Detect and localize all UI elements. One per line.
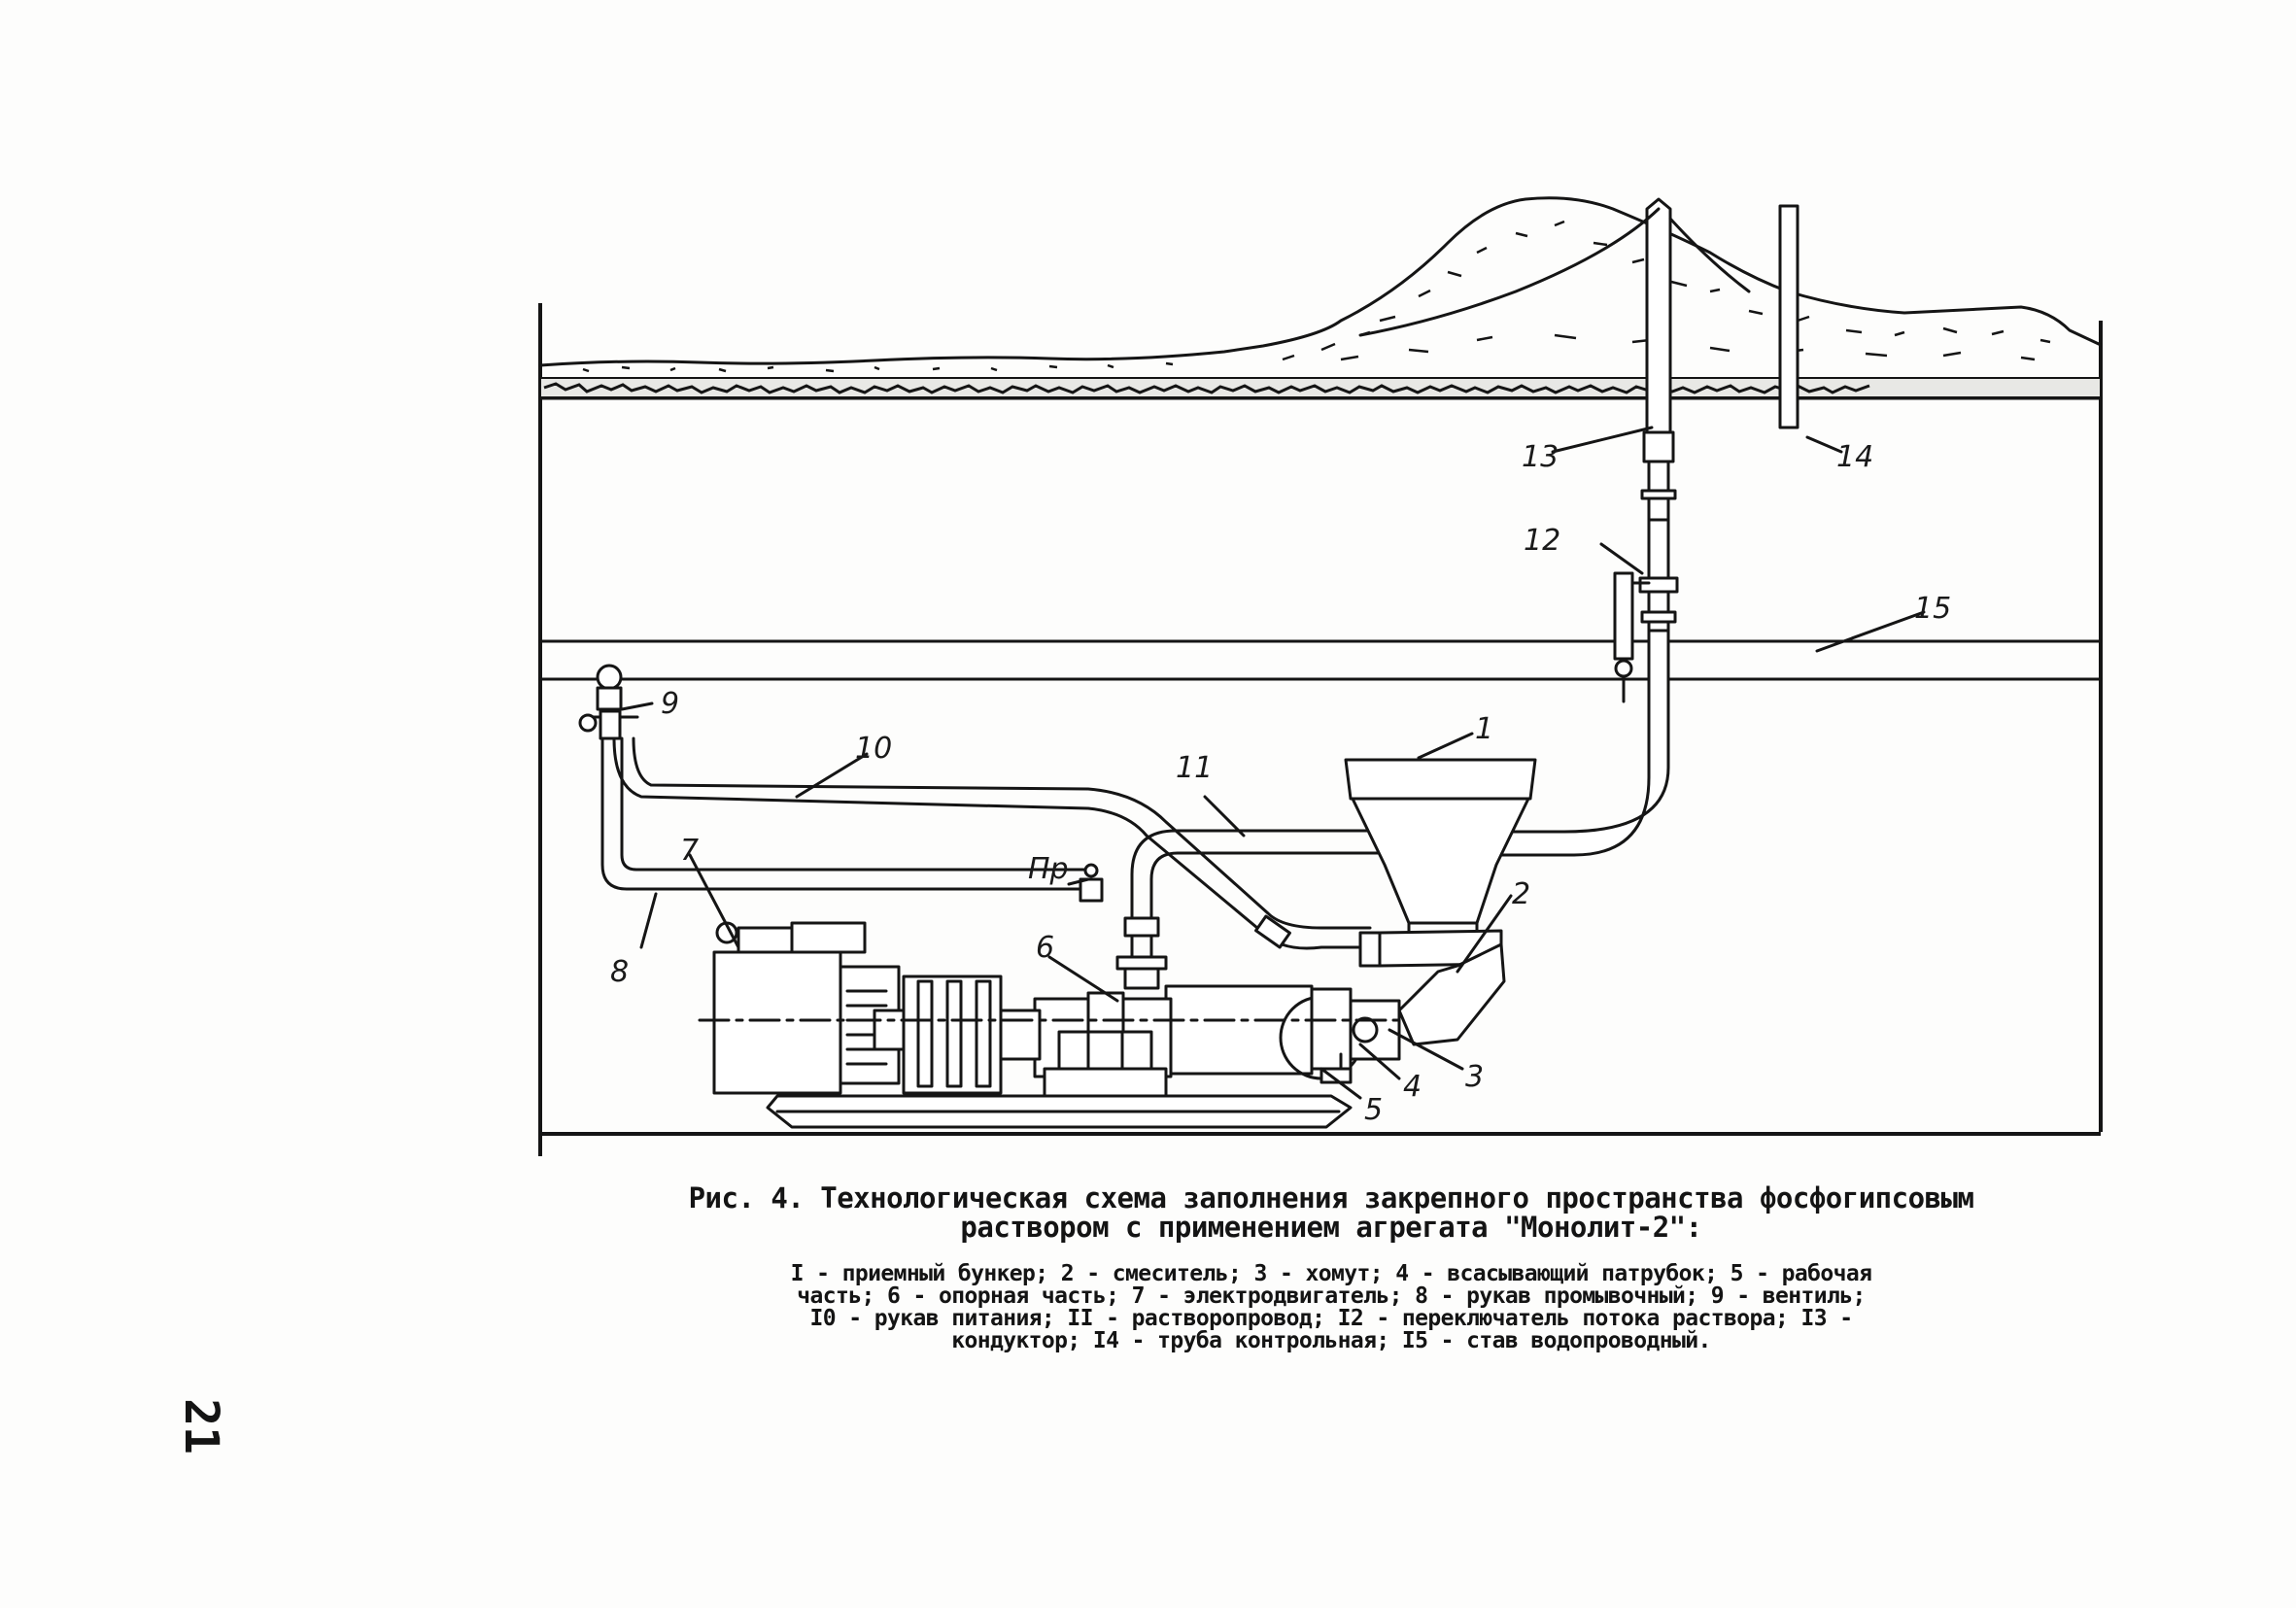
caption-title-line-1: Рис. 4. Технологическая схема заполнения… [688, 1181, 1974, 1215]
figure-caption: Рис. 4. Технологическая схема заполнения… [583, 1183, 2079, 1352]
pump-working-part-5 [1164, 984, 1401, 1085]
label-2: 2 [1512, 877, 1530, 911]
label-11: 11 [1176, 751, 1213, 785]
mixer-2 [1358, 929, 1506, 1046]
caption-title: Рис. 4. Технологическая схема заполнения… [583, 1183, 2079, 1242]
caption-title-line-2: раствором с применением агрегата "Моноли… [960, 1211, 1702, 1244]
valve-pr [1079, 863, 1168, 990]
label-13: 13 [1522, 440, 1559, 474]
feed-hose-10 [612, 736, 1372, 950]
base-frame [766, 1094, 1353, 1129]
label-14: 14 [1836, 440, 1873, 474]
valve-9 [578, 664, 639, 740]
control-pipe-14 [1778, 204, 1799, 429]
receiving-bunker-1 [1344, 758, 1537, 949]
label-3: 3 [1465, 1060, 1484, 1094]
page-number: 21 [173, 1398, 228, 1454]
legend-line-1: I - приемный бункер; 2 - смеситель; 3 - … [790, 1261, 1872, 1286]
label-5: 5 [1364, 1093, 1383, 1127]
water-pipe-15 [538, 639, 2103, 681]
flush-hose-8 [600, 736, 1090, 891]
label-15: 15 [1914, 592, 1951, 626]
legend-line-4: кондуктор; I4 - труба контрольная; I5 - … [951, 1328, 1711, 1353]
label-7: 7 [680, 834, 699, 868]
roof-strata [538, 196, 2103, 398]
electric-motor-7 [712, 921, 906, 1095]
label-pr: Пр [1028, 852, 1069, 886]
flow-switch-12 [1613, 571, 1651, 703]
label-12: 12 [1524, 524, 1560, 558]
leader-lines [620, 426, 1926, 1100]
label-1: 1 [1475, 712, 1493, 746]
label-8: 8 [610, 955, 629, 989]
label-9: 9 [661, 687, 679, 721]
support-part-6 [1033, 991, 1173, 1098]
label-6: 6 [1036, 931, 1054, 965]
caption-legend: I - приемный бункер; 2 - смеситель; 3 - … [583, 1263, 2079, 1352]
label-4: 4 [1403, 1070, 1422, 1104]
legend-line-2: часть; 6 - опорная часть; 7 - электродви… [797, 1283, 1866, 1309]
label-10: 10 [855, 732, 892, 766]
legend-line-3: I0 - рукав питания; II - растворопровод;… [809, 1306, 1853, 1331]
coupling [902, 975, 1042, 1095]
mortar-pipeline-11 [1130, 829, 1401, 959]
